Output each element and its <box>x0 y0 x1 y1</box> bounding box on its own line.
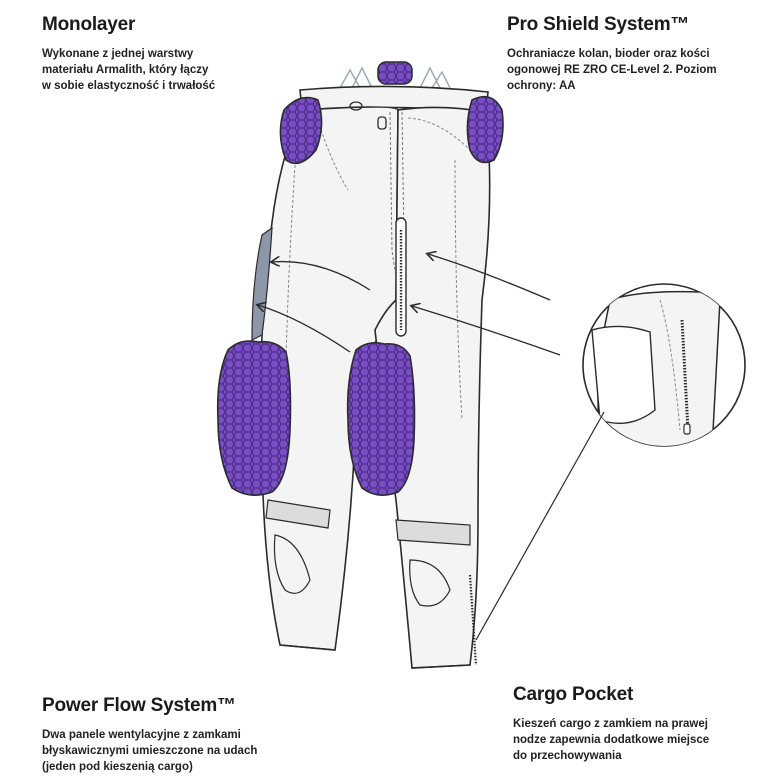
tailbone-protector <box>339 61 451 89</box>
hip-protector-right <box>466 95 504 164</box>
zipper-detail-loupe <box>475 283 746 641</box>
feature-title-monolayer: Monolayer <box>42 14 136 35</box>
feature-title-pro-shield: Pro Shield System™ <box>507 14 690 35</box>
knee-protector-right <box>346 342 416 496</box>
feature-pro-shield: Pro Shield System™ Ochraniacze kolan, bi… <box>507 14 747 94</box>
feature-description-pro-shield: Ochraniacze kolan, bioder oraz kości ogo… <box>507 48 717 92</box>
vent-zipper <box>395 217 407 337</box>
feature-power-flow: Power Flow System™ Dwa panele wentylacyj… <box>42 695 332 775</box>
feature-title-cargo-pocket: Cargo Pocket <box>513 684 634 705</box>
feature-description-power-flow: Dwa panele wentylacyjne z zamkami błyska… <box>42 729 258 773</box>
feature-cargo-pocket: Cargo Pocket Kieszeń cargo z zamkiem na … <box>513 684 753 764</box>
callout-arrows <box>258 254 561 356</box>
feature-description-cargo-pocket: Kieszeń cargo z zamkiem na prawej nodze … <box>513 718 710 762</box>
hip-protector-left <box>279 96 323 165</box>
feature-description-monolayer: Wykonane z jednej warstwy materiału Arma… <box>42 48 216 92</box>
feature-monolayer: Monolayer Wykonane z jednej warstwy mate… <box>42 14 272 94</box>
knee-protector-left <box>216 340 292 496</box>
feature-title-power-flow: Power Flow System™ <box>42 695 236 716</box>
